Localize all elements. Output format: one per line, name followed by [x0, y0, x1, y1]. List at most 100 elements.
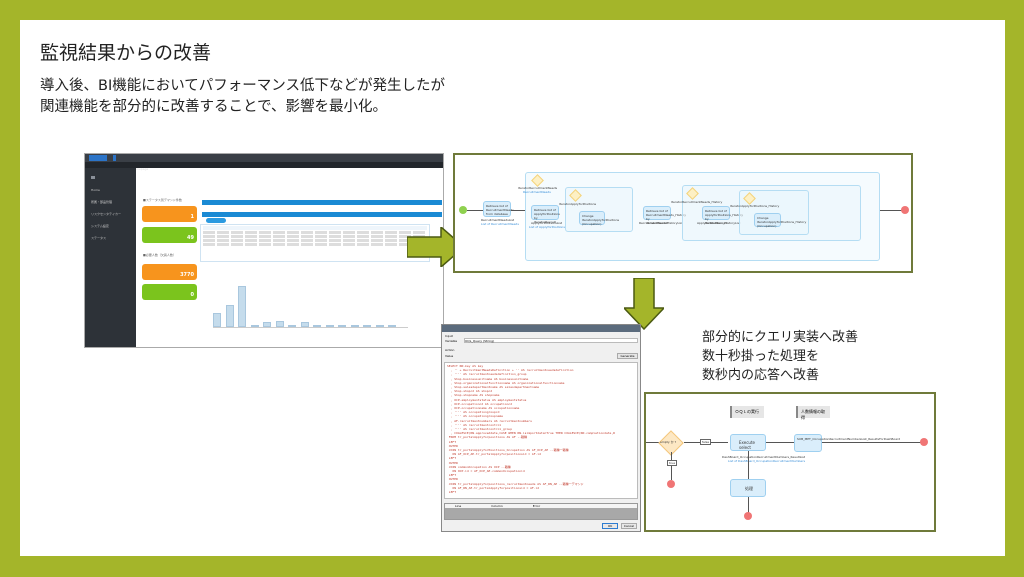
- required-table: [200, 224, 430, 262]
- loop-label: IteratorApplyforPositions: [559, 202, 597, 206]
- note-line-1: 部分的にクエリ実装へ改善: [702, 330, 859, 345]
- chart-bar: [238, 285, 246, 327]
- flow-line: [511, 210, 525, 211]
- menu-icon: [91, 176, 95, 179]
- action-link: List of DashBoard_OccupationRecruitmentN…: [728, 459, 806, 463]
- table-header-row: [203, 226, 427, 230]
- variable-label: Variable: [445, 339, 458, 343]
- arrow-right-icon: [407, 227, 465, 267]
- retrieve-apply-positions: Retrieve list of ApplyforPositions by It…: [531, 205, 560, 224]
- var-link: List of ApplyforPositions: [529, 225, 565, 229]
- decision-label: empty か ?: [660, 440, 677, 444]
- dashboard-sidebar: Home 所属・部品管理 リスクセンタテイカー システム設定 ステータス: [85, 168, 136, 347]
- change-variable-dialog: Change Variable Input Variable OQL_Query…: [441, 324, 641, 532]
- panel-required-header[interactable]: [202, 212, 442, 217]
- chart-bar: [263, 321, 271, 327]
- flow-line: [822, 442, 922, 443]
- ok-button[interactable]: OK: [602, 523, 618, 529]
- true-label: true: [667, 460, 678, 466]
- retrieve-recruitment-needs: Retrieve list of RecruitmentNeeds from d…: [483, 201, 514, 217]
- flow-line: [467, 210, 483, 211]
- flow-line: [748, 497, 749, 513]
- var-label: ApplyforPositions_HistoryList: [697, 221, 741, 225]
- flow-line: [748, 451, 749, 479]
- subtitle-line-2: 関連機能を部分的に改善することで、影響を最小化。: [40, 99, 387, 115]
- change-apply-positions: Change IteratorApplyforPositions (Occupa…: [579, 211, 619, 226]
- chart-bar: [313, 325, 321, 327]
- card-vacancy: 0: [142, 284, 197, 300]
- error-grid: Line Column Error: [444, 503, 638, 520]
- chart-bar: [350, 325, 359, 327]
- start-event: [459, 206, 467, 214]
- dashboard-bar-chart: [213, 284, 408, 328]
- table-row: [203, 231, 427, 234]
- table-row: [203, 239, 427, 242]
- var-label: RecruitmentNeedsList: [481, 218, 515, 222]
- people-section-title: ■必要人数（欠員人数）: [143, 253, 176, 257]
- var-link: List of RecruitmentNeeds: [481, 222, 519, 226]
- generate-button[interactable]: Generate: [617, 353, 638, 359]
- chart-bar: [325, 324, 334, 327]
- annotation-people: 人数情報の取得: [796, 406, 830, 420]
- action-label: Action: [445, 348, 455, 352]
- address-bar: [85, 162, 443, 168]
- dashboard-screenshot: Mendix - Homepage Home 所属・部品管理 リスクセンタテイカ…: [84, 153, 444, 348]
- chart-bar: [375, 325, 384, 327]
- slide-subtitle: 導入後、BI機能においてパフォーマンス低下などが発生したが 関連機能を部分的に改…: [40, 76, 445, 118]
- microflow-original: Retrieve list of RecruitmentNeeds from d…: [453, 153, 913, 273]
- chart-bar: [213, 313, 221, 327]
- subtitle-line-1: 導入後、BI機能においてパフォーマンス低下などが発生したが: [40, 78, 445, 94]
- variable-select[interactable]: OQL_Query (String): [464, 338, 638, 343]
- arrow-down-icon: [624, 278, 664, 330]
- flow-line: [880, 210, 902, 211]
- retrieve-positions-history: Retrieve list of ApplyforPositions_Histo…: [702, 206, 743, 225]
- improvement-note: 部分的にクエリ実装へ改善 数十秒掛った処理を 数秒内の応答へ改善: [702, 328, 858, 385]
- var-label: RecruitmentNeedsHistoryList: [639, 221, 683, 225]
- grid-header: Line Column Error: [445, 504, 637, 508]
- sql-editor[interactable]: SELECT RN.key AS key , '' + RecruitmentN…: [444, 362, 638, 499]
- sub-microflow-action: SUB_MPT_OccupationRecruitmentNumbersList…: [794, 434, 900, 452]
- sidebar-item-home: Home: [91, 188, 100, 192]
- status-section-title: ■ステータス別デマンド件数: [143, 198, 182, 202]
- loop-label: IteratorRecruitmentNeeds_History: [671, 200, 723, 204]
- change-positions-history: Change IteratorApplyforPositions_History…: [754, 213, 806, 228]
- end-event: [920, 438, 928, 446]
- loop-label: IteratorApplyforPositions_History: [730, 204, 780, 208]
- action-var: DashBoard_OccupationRecruitmentNumbers_R…: [722, 455, 806, 459]
- chart-bar: [338, 325, 346, 327]
- browser-tab-logo: [89, 155, 107, 161]
- cancel-button[interactable]: Cancel: [621, 523, 637, 529]
- microflow-improved: empty か ? false true ＯＱＬの実行 人数情報の取得 Exec…: [644, 392, 936, 532]
- chart-bar: [275, 320, 284, 327]
- chart-bar: [300, 322, 309, 327]
- toggle-view-button[interactable]: [206, 218, 226, 223]
- panel-status-header[interactable]: [202, 200, 442, 205]
- sidebar-item-5: ステータス: [91, 236, 107, 240]
- table-row: [203, 235, 427, 238]
- browser-tab-bar: [85, 154, 443, 162]
- sidebar-item-2: 所属・部品管理: [91, 200, 113, 204]
- card-discuss: 3770: [142, 264, 197, 280]
- loop-label: IteratorRecruitmentNeeds: [518, 186, 558, 190]
- value-label: Value: [445, 354, 454, 358]
- flow-line: [646, 442, 660, 443]
- input-label: Input: [445, 334, 453, 338]
- chart-bar: [388, 325, 396, 327]
- sidebar-item-3: リスクセンタテイカー: [91, 212, 122, 216]
- chart-bar: [288, 325, 296, 327]
- chart-bar: [363, 325, 371, 327]
- card-approved: 49: [142, 227, 197, 243]
- browser-tab: Mendix - Homepage: [113, 155, 153, 171]
- note-line-2: 数十秒掛った処理を: [702, 349, 820, 364]
- card-unapproved: 1: [142, 206, 197, 222]
- chart-bar: [250, 325, 259, 327]
- loop-link: RecruitmentNeeds: [523, 190, 551, 194]
- table-row: [203, 243, 427, 246]
- end-event: [744, 512, 752, 520]
- slide-title: 監視結果からの改善: [40, 42, 212, 64]
- flow-line: [671, 452, 672, 480]
- retrieve-needs-history: Retrieve list of RecruitmentNeeds_Histor…: [643, 206, 686, 225]
- execute-select-action: Execute select: [730, 434, 766, 451]
- end-event: [901, 206, 909, 214]
- slide: 監視結果からの改善 導入後、BI機能においてパフォーマンス低下などが発生したが …: [20, 20, 1005, 556]
